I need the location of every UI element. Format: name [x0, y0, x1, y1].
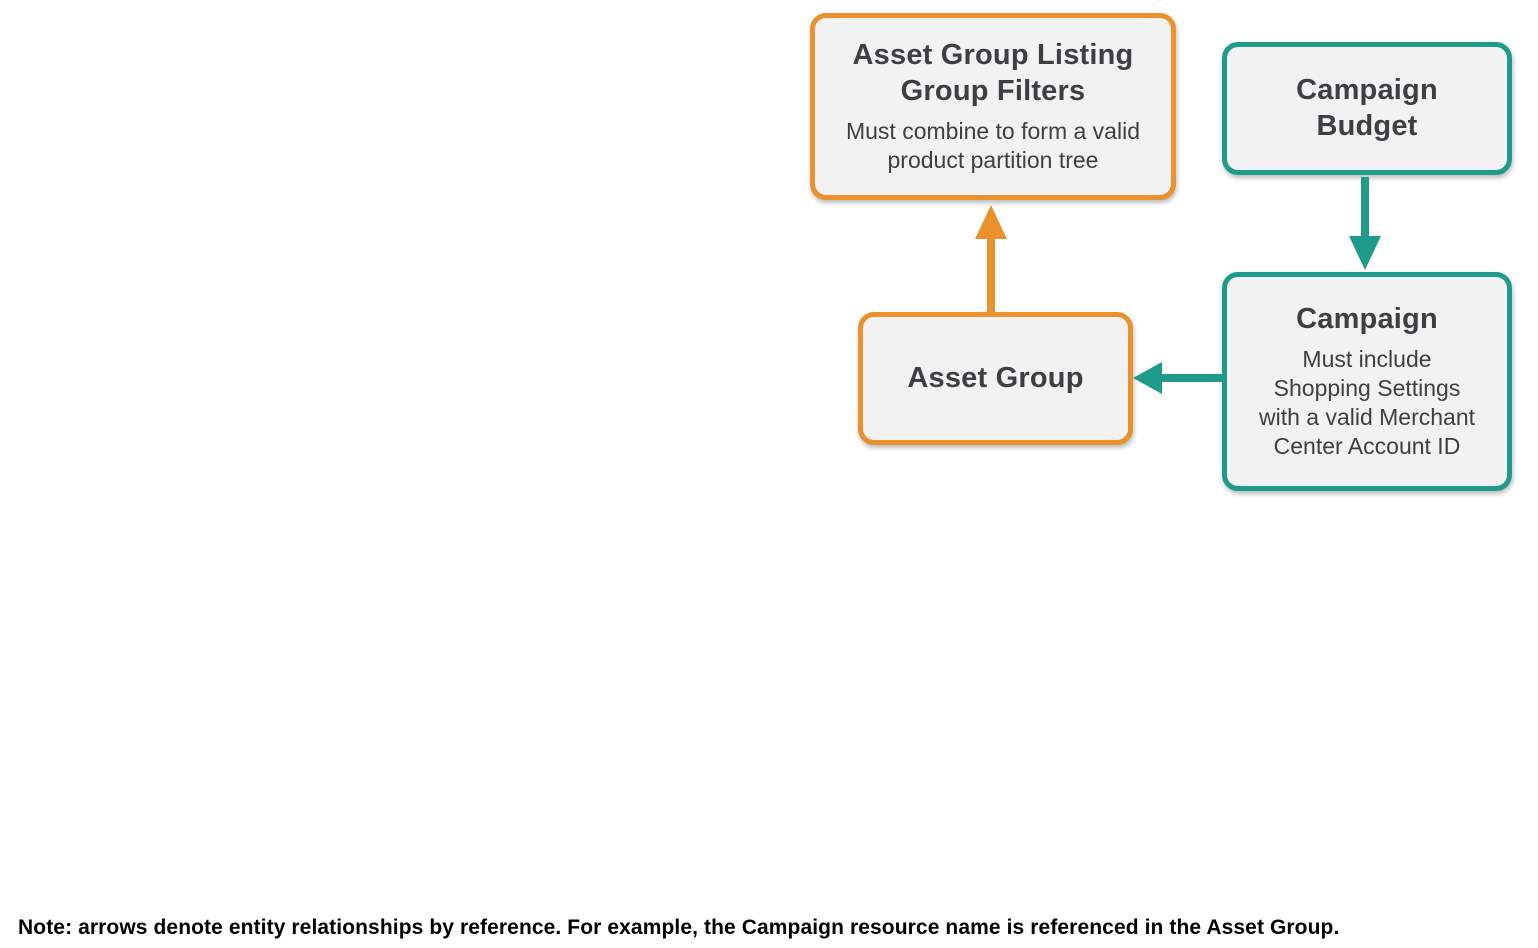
node-asset-group: Asset Group: [858, 312, 1133, 445]
footnote: Note: arrows denote entity relationships…: [18, 916, 1340, 939]
arrow-shaft: [1361, 177, 1369, 238]
node-campaign-budget: Campaign Budget: [1222, 42, 1512, 175]
arrow-head-left-icon: [1133, 362, 1162, 394]
node-asset-group-listing-group-filters: Asset Group Listing Group Filters Must c…: [810, 13, 1176, 200]
node-title: Asset Group Listing Group Filters: [852, 39, 1134, 108]
arrow-shaft: [1158, 374, 1222, 382]
node-title: Campaign Budget: [1296, 73, 1438, 142]
node-title: Campaign: [1296, 303, 1438, 336]
node-title: Asset Group: [907, 361, 1084, 394]
arrow-shaft: [987, 236, 995, 312]
node-campaign: Campaign Must include Shopping Settings …: [1222, 272, 1512, 491]
node-subtitle: Must combine to form a valid product par…: [845, 117, 1140, 173]
node-subtitle: Must include Shopping Settings with a va…: [1258, 346, 1476, 459]
arrow-head-up-icon: [975, 205, 1007, 239]
arrow-head-down-icon: [1349, 236, 1381, 270]
